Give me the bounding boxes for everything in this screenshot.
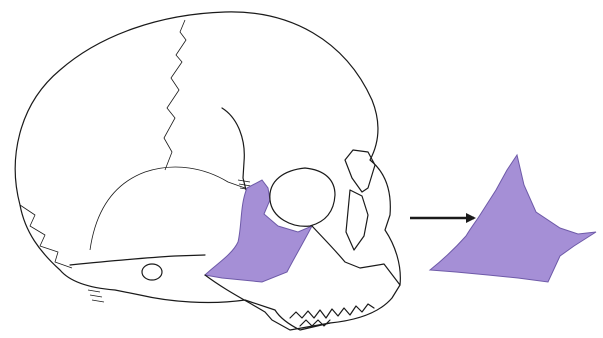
mastoid-lines <box>88 290 104 302</box>
nasal-bone <box>345 150 375 192</box>
squamosal-suture <box>90 167 245 250</box>
lambdoid-suture <box>20 205 72 268</box>
zygomatic-bone-in-skull <box>205 180 312 282</box>
external-acoustic-meatus <box>142 264 162 280</box>
orbit-rim <box>270 168 335 226</box>
maxilla <box>312 226 400 285</box>
cranium-outline <box>15 12 400 330</box>
sphenoid-line <box>222 108 246 190</box>
upper-teeth <box>290 304 374 318</box>
coronal-suture <box>164 20 186 170</box>
nasal-cavity <box>346 190 368 250</box>
temporal-process <box>70 255 205 265</box>
